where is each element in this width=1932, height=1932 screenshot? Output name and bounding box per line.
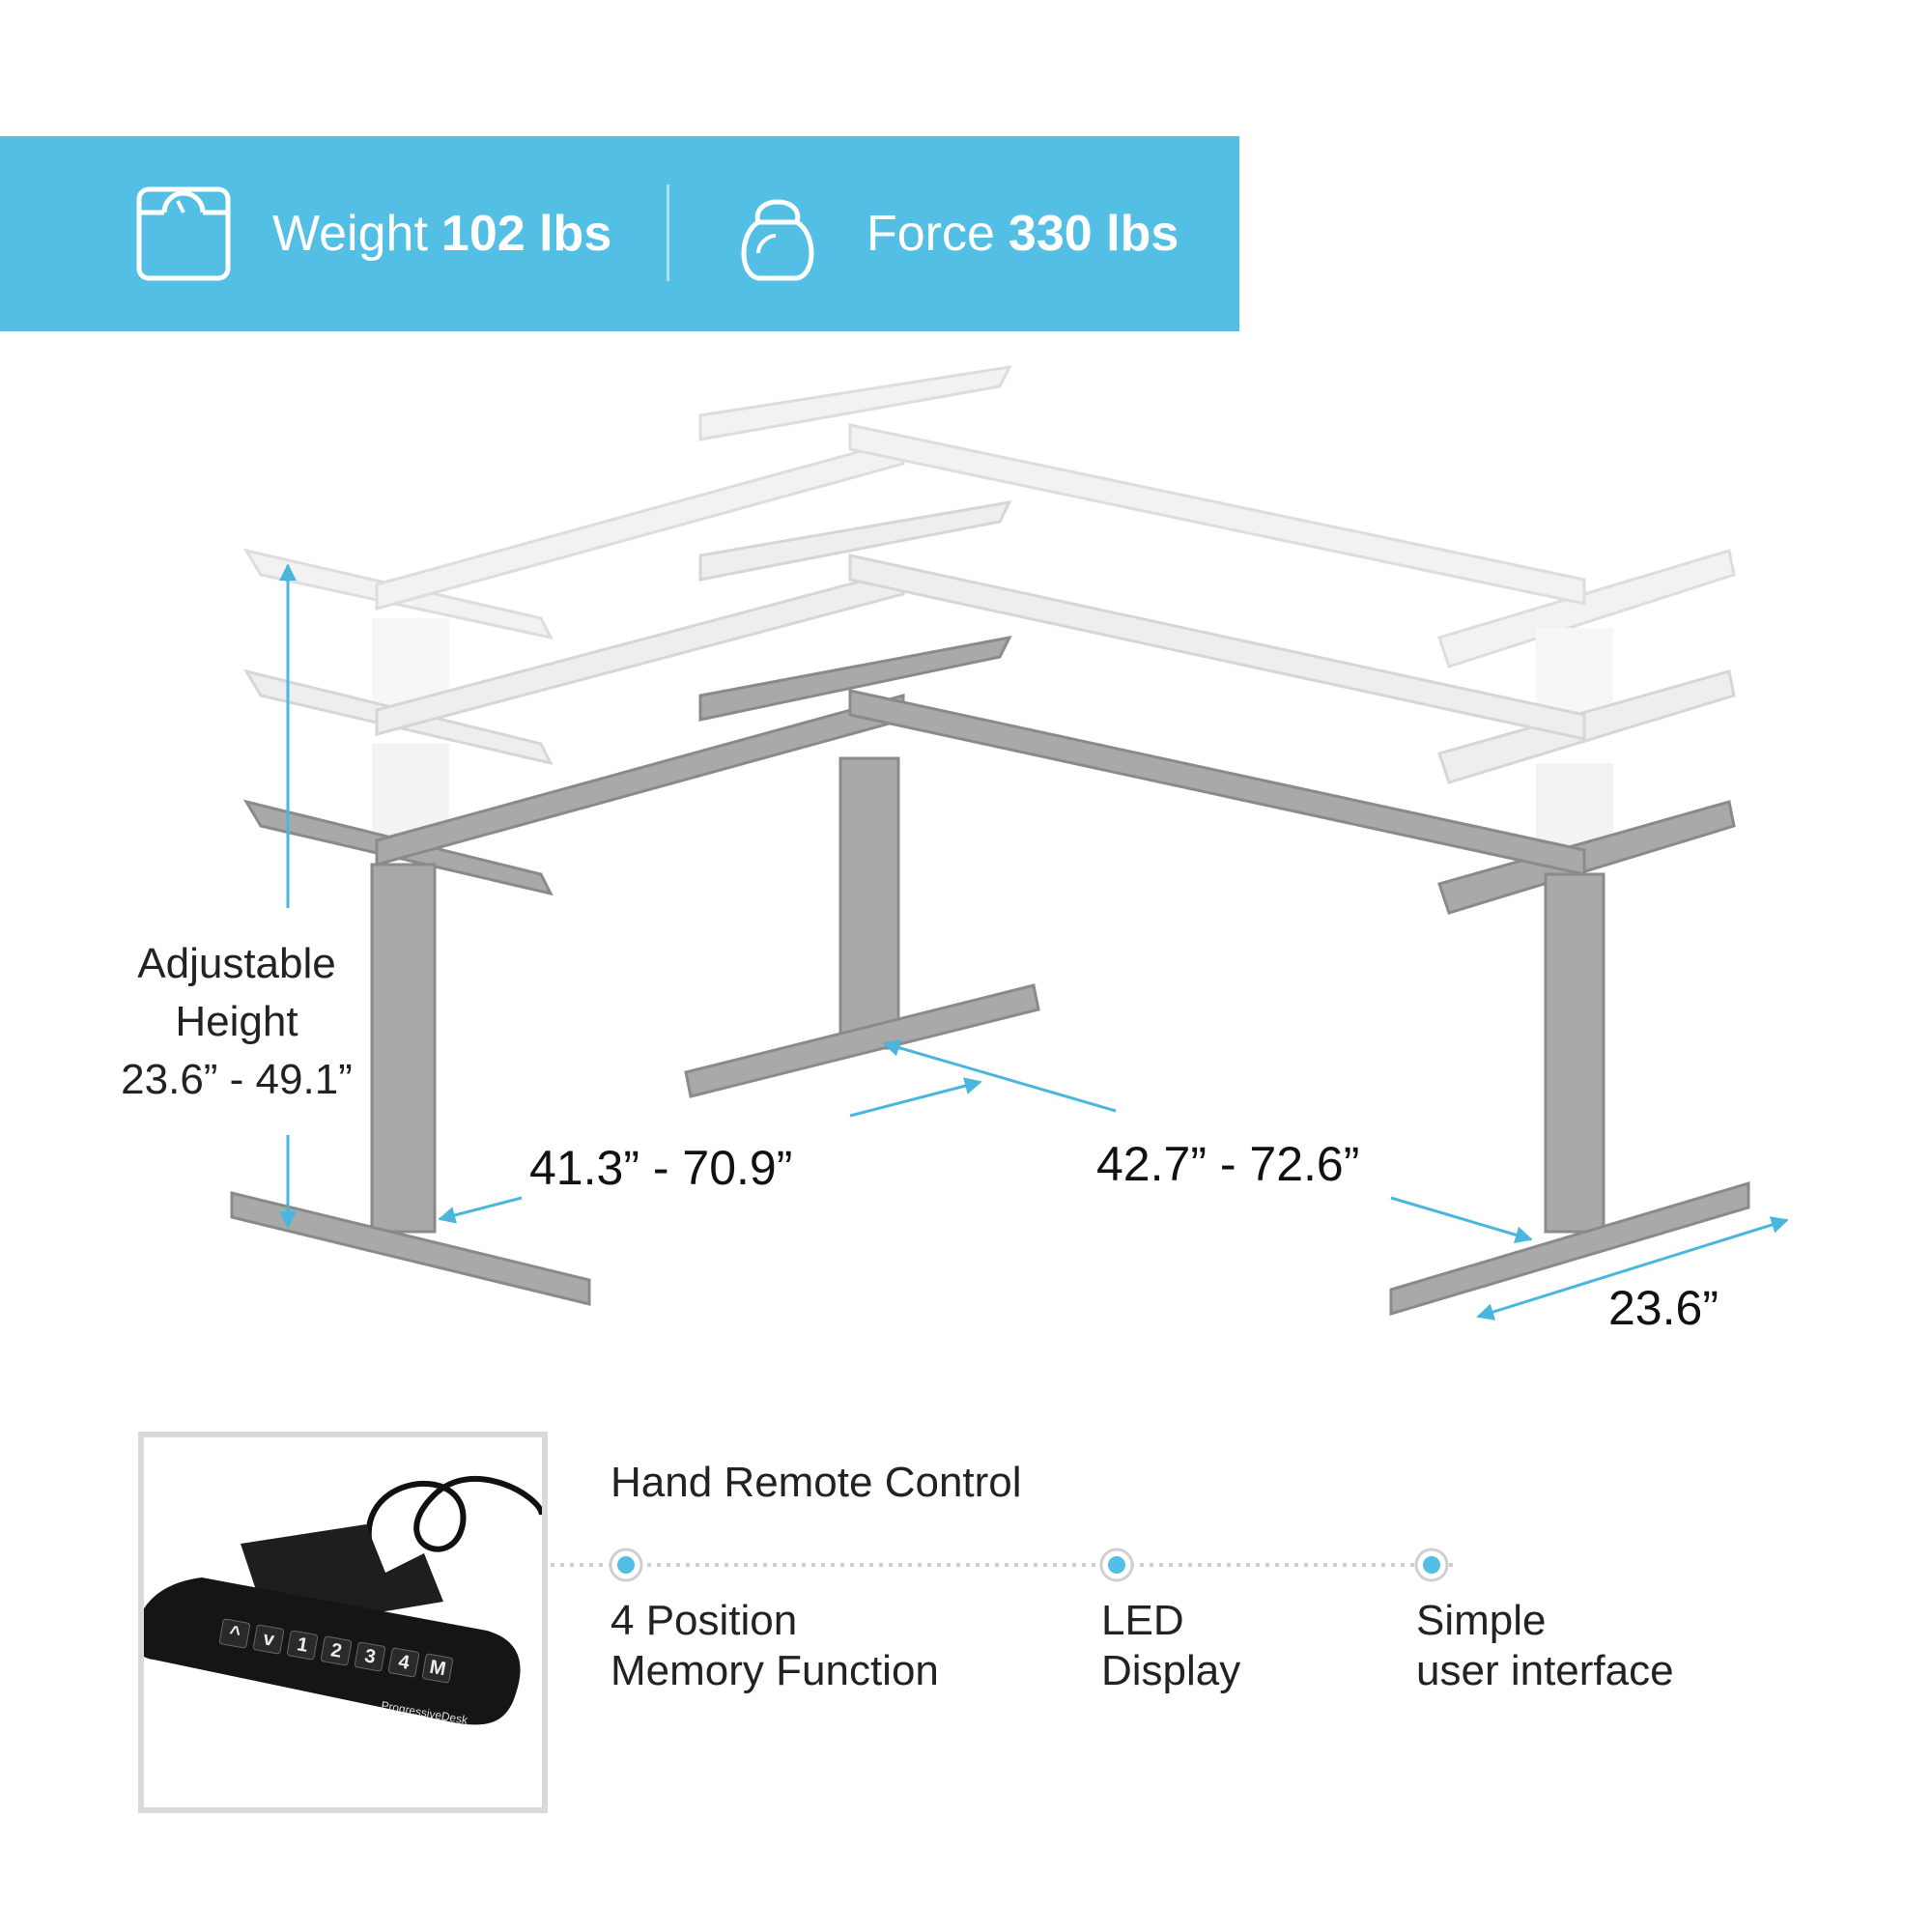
height-label-line2: Height [175,998,298,1045]
remote-title: Hand Remote Control [611,1459,1022,1506]
remote-button-4: 2 [328,1639,344,1662]
spec-banner: Weight 102 lbs Force 330 lbs [0,136,1239,331]
remote-button-7: M [427,1656,448,1681]
feature-interface-line2: user interface [1416,1647,1674,1694]
hand-remote-image [133,1475,545,1725]
feature-memory-line1: 4 Position [611,1597,798,1644]
weight-label: Weight [272,206,428,262]
feature-interface-line1: Simple [1416,1597,1547,1644]
feature-led: LED Display [1101,1596,1240,1696]
ghost-frame-top [242,365,1736,715]
feature-memory-line2: Memory Function [611,1647,939,1694]
remote-button-1: ^ [227,1622,242,1645]
force-value: 330 lbs [1008,206,1179,262]
feature-memory: 4 Position Memory Function [611,1596,939,1696]
feature-timeline [551,1548,1459,1582]
weight-spec: Weight 102 lbs [135,136,611,331]
feature-dot-2 [1099,1548,1134,1582]
right-width-range: 42.7” - 72.6” [1096,1137,1360,1191]
remote-button-6: 4 [396,1651,412,1674]
height-label: Adjustable Height 23.6” - 49.1” [92,935,382,1109]
ghost-frame-middle [242,500,1736,850]
feature-dot-3 [1414,1548,1449,1582]
remote-button-3: 1 [295,1634,310,1657]
feature-interface: Simple user interface [1416,1596,1674,1696]
feature-dot-1 [609,1548,643,1582]
remote-button-2: v [261,1628,276,1651]
left-width-range: 41.3” - 70.9” [529,1141,793,1195]
kettlebell-icon [741,199,814,281]
feature-led-line1: LED [1101,1597,1184,1644]
height-label-line1: Adjustable [137,940,336,987]
remote-buttons [218,1618,454,1684]
banner-divider [667,185,669,281]
force-spec: Force 330 lbs [729,136,1179,331]
dimension-arrows [279,563,1789,1321]
remote-button-5: 3 [362,1645,378,1668]
feature-led-line2: Display [1101,1647,1241,1694]
scale-icon [136,186,231,281]
depth-dimension: 23.6” [1608,1281,1719,1335]
height-range: 23.6” - 49.1” [121,1056,353,1103]
desk-frame [230,635,1750,1317]
desk-frame-illustration [230,365,1789,1321]
weight-value: 102 lbs [440,206,612,262]
force-label: Force [867,206,995,262]
